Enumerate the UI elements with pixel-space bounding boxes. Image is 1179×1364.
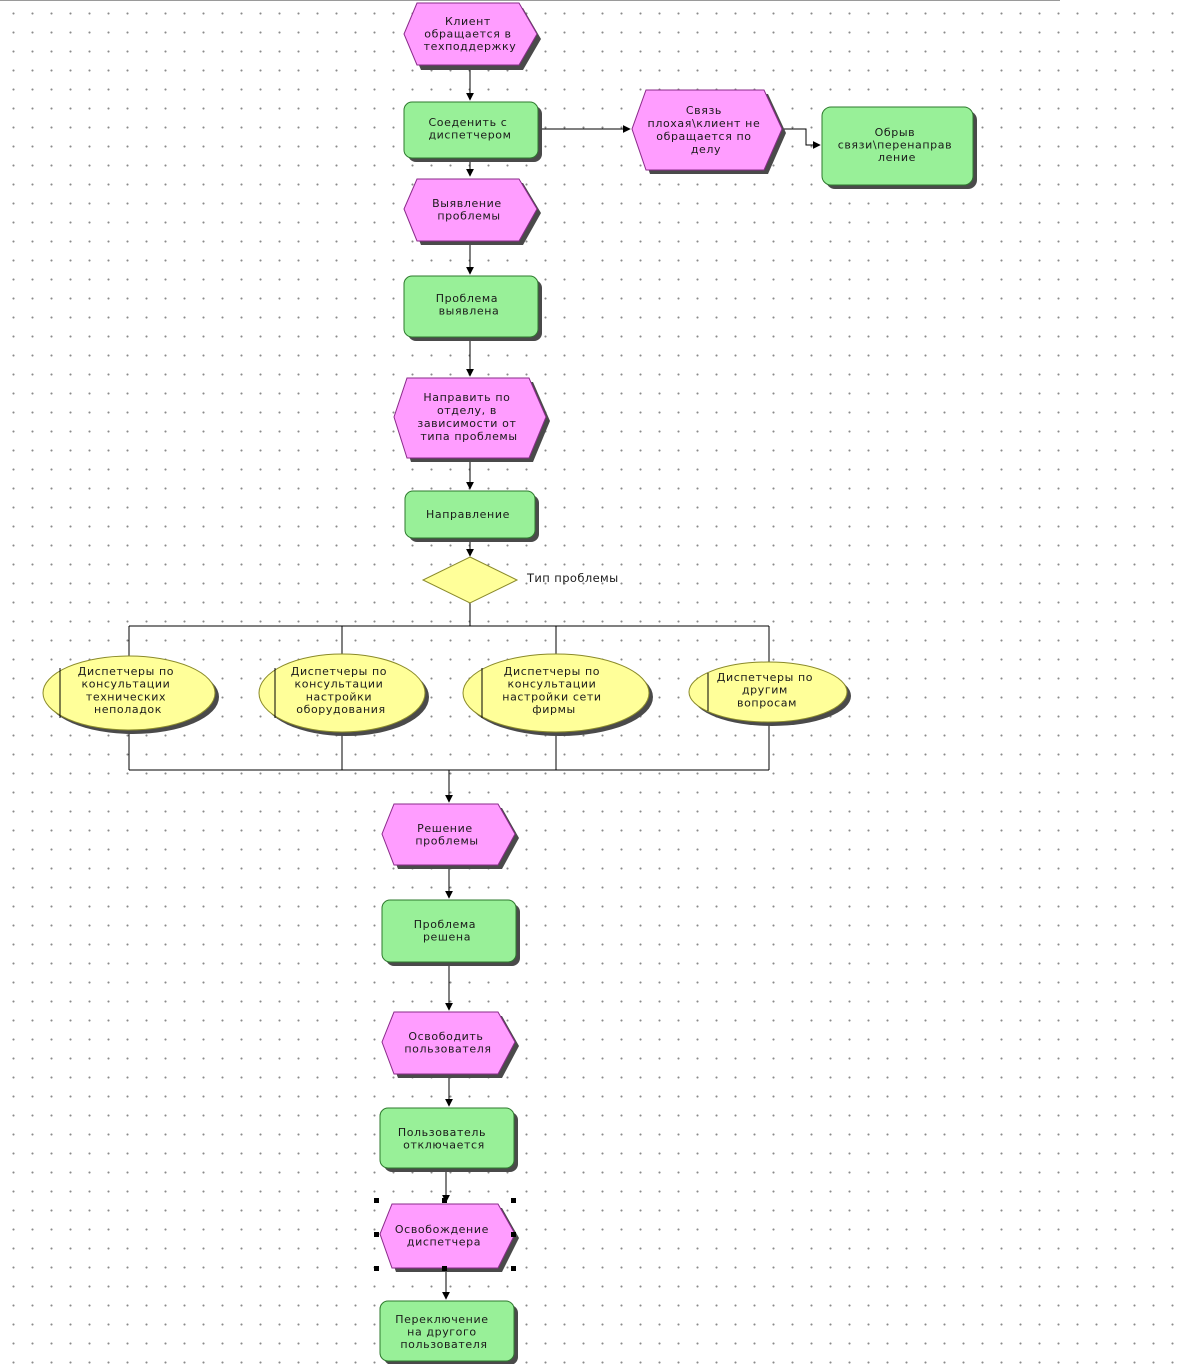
node-label-line: зависимости от — [417, 417, 516, 430]
node-label-line: пользователя — [400, 1338, 487, 1351]
event-bad-connection[interactable]: Связь плохая\клиент не обращается по дел… — [631, 89, 786, 174]
node-label-line: диспетчером — [428, 129, 511, 142]
node-label-line: Направление — [426, 508, 510, 521]
svg-text:Пользователь отключается: Пользователь отключается — [398, 1126, 490, 1152]
node-label-line: на другого — [407, 1326, 477, 1339]
event-identify-problem[interactable]: Выявление проблемы — [403, 178, 541, 245]
node-label-line: технических — [86, 690, 166, 703]
node-label-line: техподдержку — [424, 40, 517, 53]
node-label-line: отключается — [403, 1139, 485, 1152]
node-label-line: настройки сети — [502, 690, 601, 703]
node-label-line: пользователя — [404, 1043, 491, 1056]
node-label-line: Решение — [417, 822, 473, 835]
node-label-line: проблемы — [437, 210, 500, 223]
node-label-line: делу — [691, 143, 721, 156]
node-label-line: Переключение — [395, 1313, 488, 1326]
svg-text:Освободить пользователя: Освободить пользователя — [404, 1030, 491, 1056]
node-label-line: Освобождение — [395, 1223, 489, 1236]
decision-problem-type[interactable]: Тип проблемы — [421, 556, 619, 604]
node-label-line: консультации — [508, 678, 597, 691]
function-user-disconnects[interactable]: Пользователь отключается — [379, 1107, 518, 1172]
function-problem-identified[interactable]: Проблема выявлена — [403, 275, 542, 341]
node-label-line: Пользователь — [398, 1126, 486, 1139]
svg-text:Переключение на другого: Переключение на другого пользователя — [395, 1313, 492, 1351]
svg-text:Направить по отделу, в: Направить по отделу, в зависимости от ти… — [417, 391, 520, 443]
node-label-line: Клиент — [445, 15, 491, 28]
selection-handles-icon[interactable] — [374, 1198, 516, 1271]
svg-text:Тип проблемы: Тип проблемы — [526, 571, 619, 585]
node-label-line: Диспетчеры по — [504, 665, 600, 678]
svg-text:Выявление проблемы: Выявление проблемы — [432, 197, 506, 223]
svg-text:Клиент обращается в: Клиент обращается в техподдержку — [424, 15, 517, 53]
org-unit-dispatcher-network[interactable]: Диспетчеры по консультации настройки сет… — [462, 653, 653, 736]
node-label-line: Диспетчеры по — [291, 665, 387, 678]
function-connect-dispatcher[interactable]: Соеденить с диспетчером — [403, 101, 542, 162]
event-client-request[interactable]: Клиент обращается в техподдержку — [403, 2, 541, 70]
node-label-line: связи\перенаправ — [838, 139, 953, 152]
node-label-line: выявлена — [439, 305, 500, 318]
node-label-line: решена — [423, 931, 471, 944]
event-release-dispatcher[interactable]: Освобождение диспетчера — [374, 1198, 519, 1272]
node-label-line: плохая\клиент не — [648, 117, 761, 130]
function-problem-solved[interactable]: Проблема решена — [381, 899, 520, 966]
node-label-line: Диспетчеры по — [717, 671, 813, 684]
svg-text:Обрыв связи\перенаправ: Обрыв связи\перенаправ ление — [838, 126, 957, 164]
node-label-line: ление — [878, 151, 916, 164]
node-label-line: отделу, в — [437, 404, 497, 417]
node-label-line: консультации — [82, 678, 171, 691]
node-label-line: фирмы — [532, 703, 576, 716]
function-disconnect[interactable]: Обрыв связи\перенаправ ление — [821, 106, 977, 189]
event-route-by-department[interactable]: Направить по отделу, в зависимости от ти… — [393, 377, 550, 462]
svg-text:Соеденить с диспетчером: Соеденить с диспетчером — [428, 116, 511, 142]
org-unit-dispatcher-equipment[interactable]: Диспетчеры по консультации настройки обо… — [258, 653, 429, 736]
node-label-line: обращается в — [424, 28, 511, 41]
org-unit-dispatcher-other[interactable]: Диспетчеры по другим вопросам — [688, 661, 851, 726]
node-label-line: Проблема — [436, 292, 498, 305]
svg-text:Решение проблемы: Решение проблемы — [415, 822, 478, 848]
svg-text:Диспетчеры по консультац: Диспетчеры по консультации настройки обо… — [291, 665, 391, 716]
node-label-line: настройки — [306, 690, 372, 703]
org-unit-dispatcher-tech[interactable]: Диспетчеры по консультации технических н… — [42, 655, 219, 734]
node-label-line: оборудования — [296, 703, 385, 716]
event-solve-problem[interactable]: Решение проблемы — [381, 803, 519, 869]
node-label-line: Связь — [686, 104, 722, 117]
node-label-line: Выявление — [432, 197, 502, 210]
svg-text:Направление: Направление — [426, 508, 510, 521]
svg-text:Проблема выявлена: Проблема выявлена — [436, 292, 503, 318]
node-label-line: проблемы — [415, 835, 478, 848]
svg-text:Диспетчеры по консультац: Диспетчеры по консультации настройки сет… — [502, 665, 605, 716]
svg-text:Проблема решена: Проблема решена — [414, 918, 481, 944]
svg-text:Диспетчеры по другим: Диспетчеры по другим вопросам — [717, 671, 817, 709]
svg-text:Освобождение диспетчера: Освобождение диспетчера — [395, 1223, 493, 1249]
function-routing[interactable]: Направление — [404, 490, 539, 542]
svg-text:Диспетчеры по консультац: Диспетчеры по консультации технических н… — [78, 665, 178, 716]
node-label-line: Проблема — [414, 918, 476, 931]
node-label-line: вопросам — [737, 696, 797, 709]
function-switch-user[interactable]: Переключение на другого пользователя — [379, 1300, 518, 1364]
node-label-line: другим — [742, 684, 788, 697]
node-label-line: неполадок — [94, 703, 162, 716]
node-label-line: диспетчера — [407, 1236, 481, 1249]
node-label-line: Диспетчеры по — [78, 665, 174, 678]
connector-lines — [128, 66, 821, 1300]
node-label-line: Направить по — [423, 391, 510, 404]
node-label-line: типа проблемы — [420, 430, 517, 443]
decision-label: Тип проблемы — [526, 571, 619, 585]
svg-text:Связь плохая\клиент не: Связь плохая\клиент не обращается по дел… — [648, 104, 765, 156]
node-label-line: Освободить — [408, 1030, 483, 1043]
event-release-user[interactable]: Освободить пользователя — [381, 1011, 519, 1078]
node-label-line: обращается по — [656, 130, 751, 143]
node-label-line: консультации — [295, 678, 384, 691]
node-label-line: Обрыв — [875, 126, 916, 139]
node-label-line: Соеденить с — [428, 116, 507, 129]
